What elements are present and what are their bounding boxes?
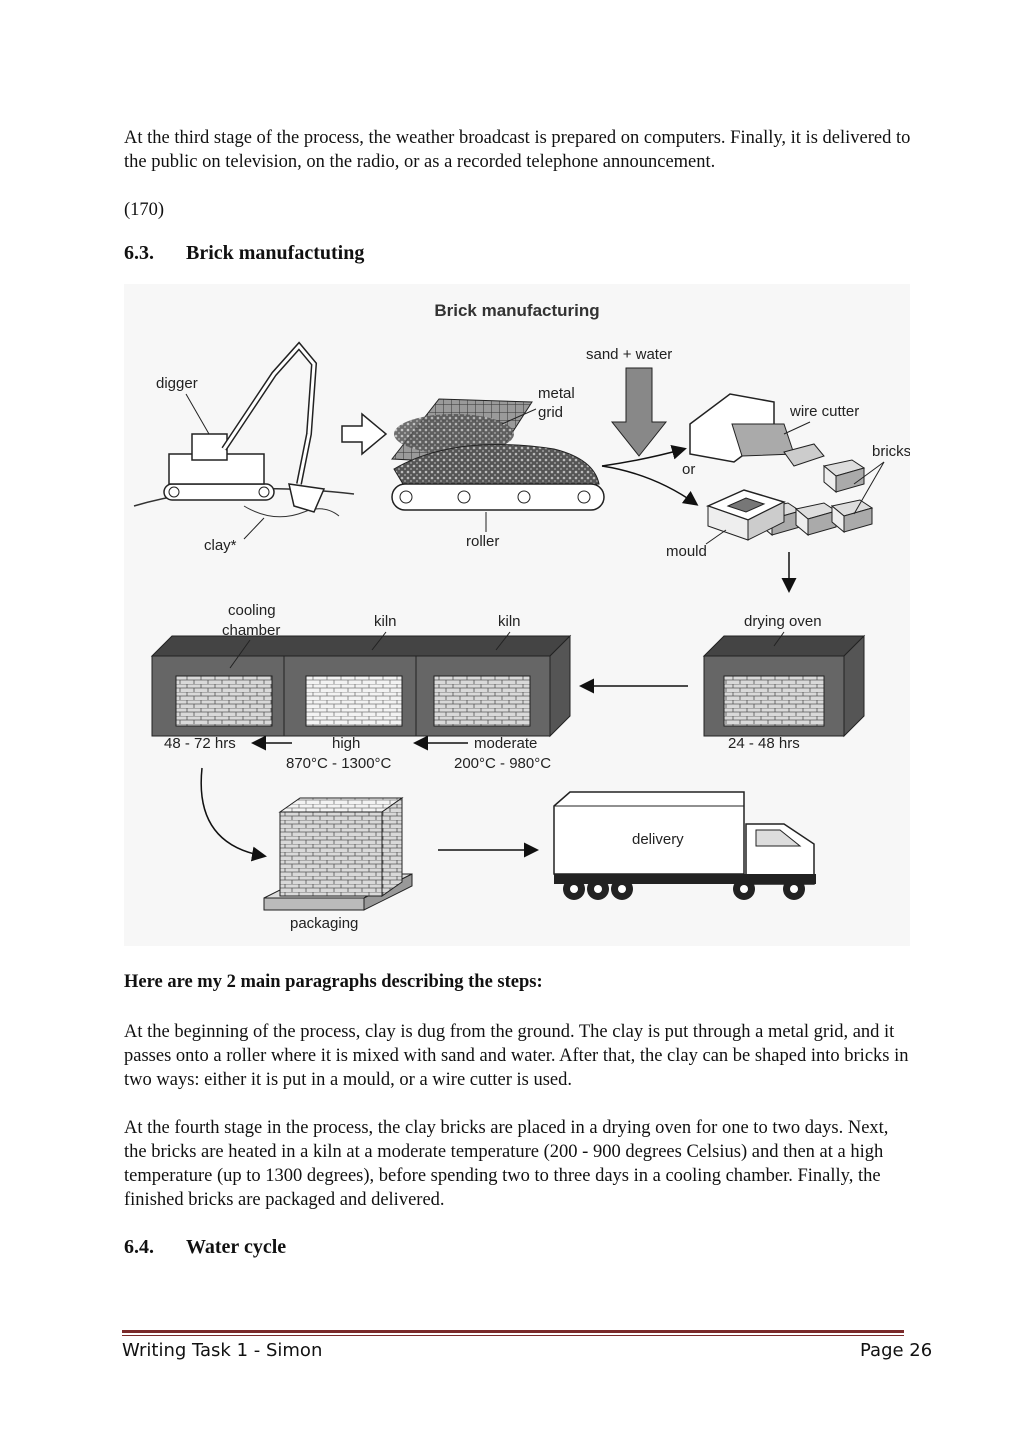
section-number: 6.4. [124, 1236, 154, 1258]
sand-water-arrow [610, 367, 668, 457]
label-delivery: delivery [632, 831, 684, 848]
footer-rule [122, 1330, 904, 1333]
section-title: Water cycle [186, 1236, 287, 1258]
label-kiln-high: kiln [374, 613, 397, 630]
label-cooling-time: 48 - 72 hrs [164, 735, 236, 752]
footer-left-text: Writing Task 1 - Simon [122, 1340, 323, 1361]
label-high: high [332, 735, 360, 752]
body-paragraph-2: At the fourth stage in the process, the … [124, 1118, 889, 1210]
label-mould: mould [666, 543, 707, 560]
label-sand-water: sand + water [586, 346, 672, 363]
label-roller: roller [466, 533, 499, 550]
label-high-temp: 870°C - 1300°C [286, 755, 392, 772]
section-heading-6-4: 6.4. Water cycle [124, 1236, 286, 1259]
brick-manufacturing-diagram: Brick manufacturing digger clay* metal g… [124, 284, 910, 946]
label-drying-time: 24 - 48 hrs [728, 735, 800, 752]
label-clay: clay* [204, 537, 237, 554]
drying-oven-illustration [702, 634, 866, 738]
footer-rule-thin [122, 1335, 904, 1336]
label-grid: grid [538, 404, 563, 421]
label-packaging: packaging [290, 915, 358, 932]
metal-grid-roller [391, 398, 605, 511]
label-metal: metal [538, 385, 575, 402]
label-wire-cutter: wire cutter [789, 403, 859, 420]
label-digger: digger [156, 375, 198, 392]
label-bricks: bricks [872, 443, 910, 460]
label-kiln-moderate: kiln [498, 613, 521, 630]
label-cooling: cooling [228, 602, 276, 619]
hollow-arrow [341, 412, 388, 456]
word-count: (170) [124, 200, 165, 220]
mould-illustration [705, 489, 787, 541]
label-drying-oven: drying oven [744, 613, 822, 630]
wire-cutter-illustration [689, 393, 825, 467]
footer-page-number: Page 26 [860, 1340, 933, 1361]
section-title: Brick manufactuting [186, 242, 365, 264]
label-or: or [682, 461, 695, 478]
label-moderate: moderate [474, 735, 537, 752]
packaging-illustration [263, 797, 413, 911]
label-chamber: chamber [222, 622, 280, 639]
section-number: 6.3. [124, 242, 154, 264]
paragraphs-heading: Here are my 2 main paragraphs describing… [124, 972, 543, 992]
kiln-tunnel-illustration [150, 634, 572, 738]
delivery-truck-illustration [553, 791, 816, 900]
body-paragraph-1: At the beginning of the process, clay is… [124, 1022, 909, 1090]
figure-title: Brick manufacturing [434, 301, 599, 320]
digger-illustration [133, 341, 355, 518]
label-moderate-temp: 200°C - 980°C [454, 755, 551, 772]
section-heading-6-3: 6.3. Brick manufactuting [124, 242, 364, 265]
intro-paragraph: At the third stage of the process, the w… [124, 128, 911, 172]
